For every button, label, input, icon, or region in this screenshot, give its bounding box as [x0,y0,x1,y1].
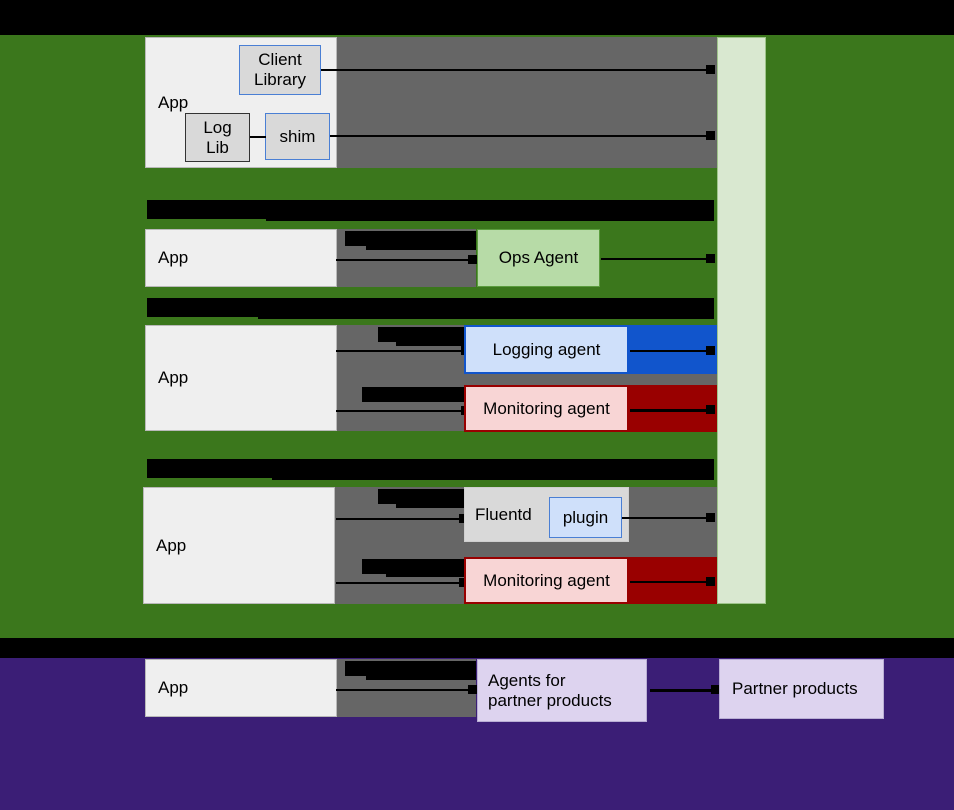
plugin-label: plugin [562,507,609,527]
ops-agent-to-backend-line [601,258,711,260]
section5-pipe-label-redaction-tail [366,673,476,680]
section4-app-to-fluentd-marker [459,514,468,523]
section3-app-box: App [145,325,337,431]
partner-products-box: Partner products [719,659,884,719]
section4-monitoring-to-backend-line [630,581,711,583]
section3-monitoring-channel [629,385,717,432]
section2-app-label: App [158,248,189,268]
section2-pipe-label-redaction [345,231,476,246]
client-library-to-backend-line [321,69,711,71]
agents-for-partner-products-label: Agents for partner products [478,671,612,710]
client-library-endpoint-marker [706,65,715,74]
shim-to-backend-line [330,135,711,137]
section3-app-to-monitoring-line [336,410,473,412]
section4-app-to-fluentd-line [336,518,466,520]
agents-to-partner-products-line [650,689,716,692]
section2-pipe-label-redaction-tail [366,243,476,250]
section4-monitoring-channel [629,557,717,604]
plugin-box: plugin [549,497,622,538]
plugin-to-backend-line [622,517,711,519]
section4-app-label: App [156,535,187,555]
section3-app-to-logging-line [336,350,473,352]
section3-monitoring-agent-label: Monitoring agent [483,398,610,418]
ops-agent-endpoint-marker [706,254,715,263]
section3-logging-pipe-label-redaction [378,327,476,342]
section2-header-redaction-tail [266,212,714,221]
section3-logging-channel [629,325,717,374]
section4-app-to-monitoring-marker [459,578,468,587]
section3-monitoring-pipe-label-redaction [362,387,476,402]
ops-agent-label: Ops Agent [498,248,579,268]
shim-label: shim [279,126,316,146]
section5-app-to-agent-marker [468,685,477,694]
section3-header-redaction-tail [258,310,714,319]
section5-app-box: App [145,659,337,717]
log-lib-label: Log Lib [203,117,232,157]
ops-agent-box: Ops Agent [477,229,600,287]
client-library-label: Client Library [254,50,306,89]
section3-monitoring-agent-box: Monitoring agent [464,385,629,432]
partner-products-label: Partner products [732,679,858,699]
section4-app-to-monitoring-line [336,582,466,584]
section3-logging-pipe-label-redaction-tail [396,339,476,346]
top-black-band [0,0,954,35]
loglib-shim-connector [250,136,266,138]
section4-monitoring-agent-box: Monitoring agent [464,557,629,604]
section2-app-to-agent-line [336,259,473,261]
agents-for-partner-products-box: Agents for partner products [477,659,647,722]
section4-fluentd-pipe-label-redaction [378,489,476,504]
logging-agent-to-backend-line [630,350,711,352]
shim-box: shim [265,113,330,160]
section4-fluentd-pipe-label-redaction-tail [396,501,476,508]
logging-agent-endpoint-marker [706,346,715,355]
section4-monitoring-pipe-label-redaction [362,559,476,574]
section5-header-redaction [147,638,954,658]
agents-partner-line-2: partner products [488,690,612,710]
section2-app-box: App [145,229,337,287]
fluentd-label: Fluentd [475,504,532,524]
section3-app-label: App [158,368,189,388]
section5-pipe-label-redaction [345,661,476,676]
section1-transport-pipe [336,37,717,168]
section1-app-label: App [158,92,189,112]
log-lib-box: Log Lib [185,113,250,162]
section3-monitoring-endpoint-marker [706,405,715,414]
client-library-box: Client Library [239,45,321,95]
section5-app-label: App [158,678,189,698]
logging-agent-box: Logging agent [464,325,629,374]
agents-partner-line-1: Agents for [488,670,566,690]
section4-monitoring-endpoint-marker [706,577,715,586]
monitoring-agent-to-backend-line [630,409,711,412]
plugin-endpoint-marker [706,513,715,522]
shim-endpoint-marker [706,131,715,140]
section4-monitoring-pipe-label-redaction-tail [386,571,476,577]
section4-monitoring-agent-label: Monitoring agent [483,570,610,590]
section2-app-to-agent-marker [468,255,477,264]
section4-header-redaction-tail [272,471,714,480]
logging-agent-label: Logging agent [492,339,601,359]
section4-app-box: App [143,487,335,604]
section5-app-to-agent-line [336,689,473,691]
backend-column [717,37,766,604]
partner-products-arrow-marker [711,685,720,694]
